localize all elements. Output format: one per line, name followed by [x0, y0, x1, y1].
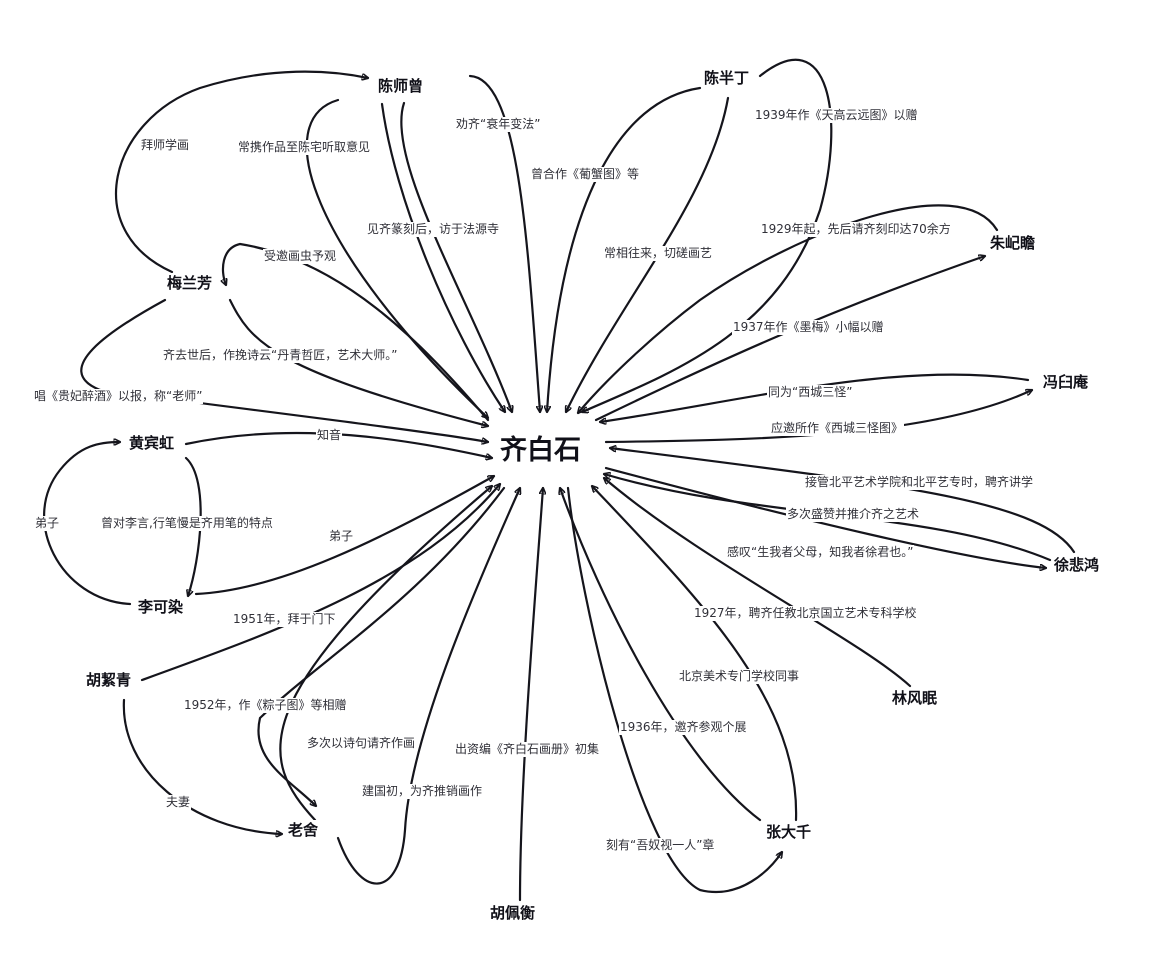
edge-likeran-to-center: [194, 476, 494, 596]
edge-label-wanshi: 齐去世后，作挽诗云“丹青哲匠，艺术大师。”: [162, 348, 399, 363]
edge-label-baiyu: 1951年，拜于门下: [232, 612, 337, 627]
edge-center-to-meilanfang: [223, 242, 490, 422]
edge-label-duoci: 多次盛赞并推介齐之艺术: [786, 507, 921, 522]
edge-label-dizi-huang: 弟子: [34, 516, 61, 531]
node-chenshizeng[interactable]: 陈师曾: [376, 76, 426, 96]
edge-center-to-xubeihong: [604, 466, 1048, 568]
edge-likeran-to-huangbinhong: [43, 442, 132, 606]
edge-label-baishi: 拜师学画: [140, 138, 191, 153]
center-node-qibaishi[interactable]: 齐白石: [496, 434, 585, 468]
node-zhangdaqian[interactable]: 张大千: [764, 822, 814, 842]
edge-huxieqing-to-center: [140, 484, 500, 682]
edge-label-xicheng: 同为“西城三怪”: [767, 385, 854, 400]
edge-zhangdaqian-to-center-2: [592, 486, 798, 822]
edge-label-changxie: 常携作品至陈宅听取意见: [237, 140, 372, 155]
edge-meilanfang-to-chenshizeng: [115, 70, 368, 274]
node-fengjiuan[interactable]: 冯臼庵: [1041, 372, 1091, 392]
edge-label-pinqi: 1927年，聘齐任教北京国立艺术专科学校: [693, 606, 918, 621]
node-huxieqing[interactable]: 胡絜青: [84, 670, 134, 690]
edge-label-momei: 1937年作《墨梅》小幅以赠: [732, 320, 885, 335]
edge-hupeiheng-to-center: [518, 486, 543, 902]
edge-label-keyou: 刻有“吾奴视一人”章: [605, 838, 716, 853]
edge-label-hezuo: 曾合作《葡蟹图》等: [530, 167, 641, 182]
edge-center-to-laoshe: [257, 486, 506, 806]
node-hupeiheng[interactable]: 胡佩衡: [488, 903, 538, 923]
edge-chenshizeng-to-center-2: [400, 101, 512, 412]
edge-label-shouyao: 受邀画虫予观: [263, 249, 338, 264]
edge-label-changxiang: 常相往来，切磋画艺: [603, 246, 714, 261]
edge-linfengmian-to-center: [604, 478, 912, 688]
edge-label-tiangao: 1939年作《天高云远图》以赠: [754, 108, 919, 123]
edge-label-geguan: 1936年，邀齐参观个展: [619, 720, 748, 735]
edge-huxieqing-to-laoshe: [122, 698, 284, 834]
edge-chenshizeng-to-center-3: [380, 102, 505, 412]
node-zhujizhan[interactable]: 朱屺瞻: [988, 233, 1038, 253]
edge-meilanfang-to-center-2: [80, 298, 488, 442]
edge-label-zongzi: 1952年，作《粽子图》等相赠: [183, 698, 348, 713]
node-likeran[interactable]: 李可染: [136, 597, 186, 617]
edge-label-guifei: 唱《贵妃醉酒》以报，称“老师”: [33, 389, 204, 404]
edge-label-cengdui: 曾对李言,行笔慢是齐用笔的特点: [100, 516, 274, 531]
edge-label-huace: 出资编《齐白石画册》初集: [454, 742, 601, 757]
edge-laoshe-to-center-1: [279, 486, 492, 822]
edge-label-fuqi: 夫妻: [165, 795, 192, 810]
edge-zhujizhan-to-chenbanding: [582, 58, 833, 412]
edge-label-dizi-li: 弟子: [328, 529, 355, 544]
edge-label-yingyao: 应邀所作《西城三怪图》: [770, 421, 905, 436]
edge-meilanfang-to-center-1: [228, 298, 488, 426]
node-huangbinhong[interactable]: 黄宾虹: [127, 433, 177, 453]
edge-label-yinzhang: 1929年起，先后请齐刻印达70余方: [760, 222, 952, 237]
edge-label-jieguan: 接管北平艺术学院和北平艺专时，聘齐讲学: [804, 475, 1035, 490]
edge-label-tongshi: 北京美术专门学校同事: [678, 669, 801, 684]
edge-center-to-zhujizhan: [594, 256, 985, 422]
node-linfengmian[interactable]: 林风眠: [890, 688, 940, 708]
edge-huangbinhong-to-center: [184, 431, 492, 458]
edge-label-ganyi: 感叹“生我者父母，知我者徐君也。”: [726, 545, 915, 560]
node-meilanfang[interactable]: 梅兰芳: [165, 273, 215, 293]
edge-label-zhiyin: 知音: [316, 428, 343, 443]
edge-chenshizeng-to-center-1: [468, 74, 540, 414]
node-xubeihong[interactable]: 徐悲鸿: [1052, 555, 1102, 575]
edge-chenshizeng-to-center-4: [305, 98, 488, 418]
edge-label-jianqi: 见齐篆刻后，访于法源寺: [366, 222, 501, 237]
edge-zhujizhan-to-center: [578, 204, 999, 413]
edge-xubeihong-to-center: [610, 448, 1076, 554]
edge-label-quanqi: 劝齐“衰年变法”: [455, 117, 542, 132]
node-chenbanding[interactable]: 陈半丁: [702, 68, 752, 88]
edge-label-shiju: 多次以诗句请齐作画: [306, 736, 417, 751]
edge-laoshe-to-center-2: [336, 488, 520, 885]
edge-label-jianguo: 建国初，为齐推销画作: [361, 784, 484, 799]
edge-zhangdaqian-to-center-1: [560, 488, 762, 822]
node-laoshe[interactable]: 老舍: [286, 820, 321, 840]
